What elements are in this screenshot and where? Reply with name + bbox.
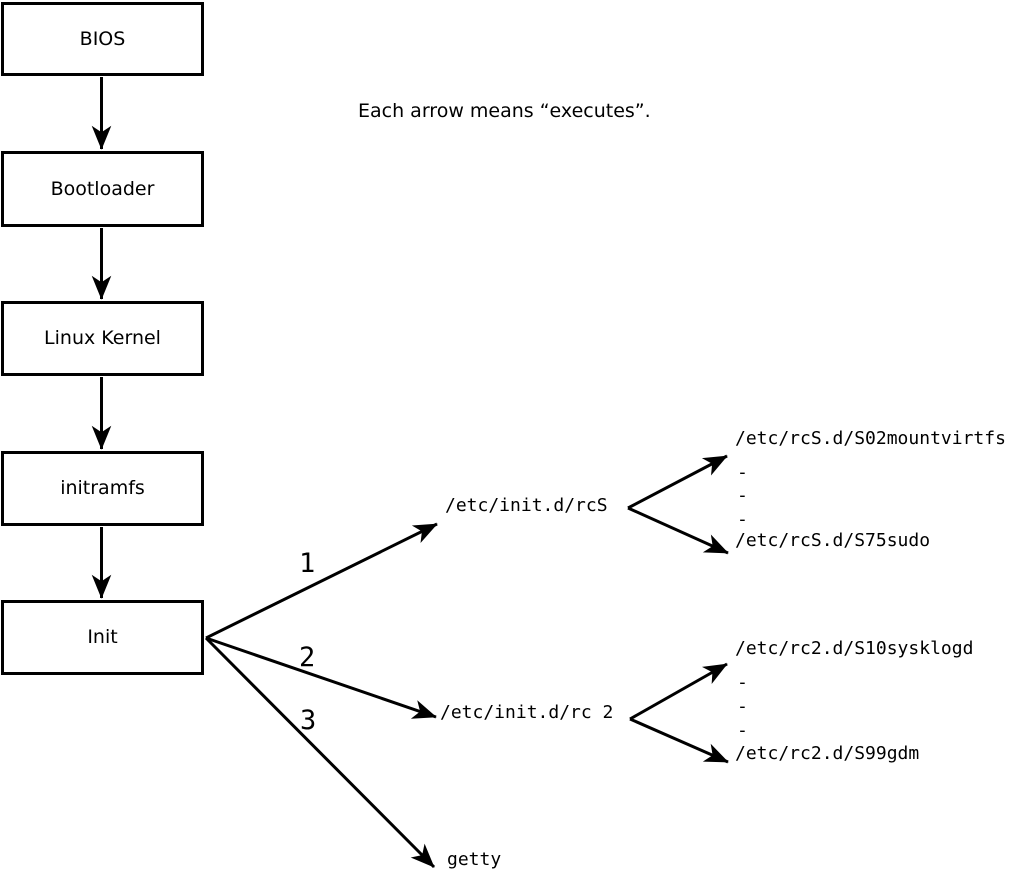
arrow-rc2-to-s10sysklogd: [629, 662, 728, 721]
box-init-label: Init: [87, 626, 118, 648]
arrow-rc2-to-s99gdm: [629, 717, 729, 764]
label-getty: getty: [447, 849, 502, 870]
box-initramfs-label: initramfs: [60, 477, 145, 499]
box-initramfs: initramfs: [1, 451, 204, 526]
arrow-rcs-to-s75sudo: [627, 506, 729, 555]
label-rcs-script: /etc/init.d/rcS: [445, 495, 608, 516]
branch-number-3: 3: [300, 705, 317, 736]
ellipsis-dash: -: [737, 462, 748, 483]
box-bootloader-label: Bootloader: [50, 177, 155, 200]
box-bios: BIOS: [1, 2, 204, 76]
label-rc2-script: /etc/init.d/rc 2: [440, 702, 614, 723]
box-linux-kernel: Linux Kernel: [1, 301, 204, 376]
box-bios-label: BIOS: [79, 27, 126, 50]
label-s02mountvirtfs: /etc/rcS.d/S02mountvirtfs: [735, 428, 1006, 449]
label-s75sudo: /etc/rcS.d/S75sudo: [735, 530, 931, 551]
box-init: Init: [1, 600, 204, 675]
ellipsis-dash: -: [737, 696, 748, 717]
legend-note: Each arrow means “executes”.: [358, 100, 651, 122]
arrow-init-to-rcs: [205, 522, 438, 640]
ellipsis-dash: -: [737, 720, 748, 741]
label-s99gdm: /etc/rc2.d/S99gdm: [735, 743, 920, 764]
box-bootloader: Bootloader: [1, 151, 204, 227]
arrow-init-to-rc2: [205, 636, 437, 719]
branch-number-1: 1: [299, 548, 316, 579]
arrow-rcs-to-s02mountvirtfs: [627, 454, 728, 510]
ellipsis-dash: -: [737, 672, 748, 693]
ellipsis-dash: -: [737, 509, 748, 530]
branch-number-2: 2: [299, 642, 316, 673]
label-s10sysklogd: /etc/rc2.d/S10sysklogd: [735, 638, 974, 659]
box-linux-kernel-label: Linux Kernel: [44, 327, 161, 349]
arrow-init-to-getty: [204, 636, 436, 869]
ellipsis-dash: -: [737, 485, 748, 506]
